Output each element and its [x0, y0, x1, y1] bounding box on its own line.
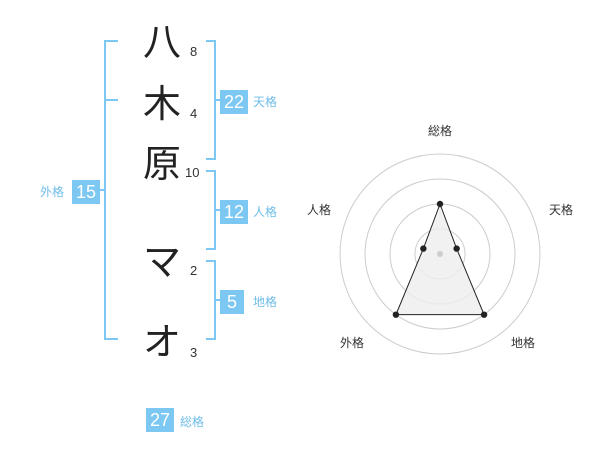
radar-label-jinkaku: 人格 [307, 203, 332, 217]
jinkaku-bracket [206, 170, 216, 250]
radar-point-1 [453, 245, 460, 252]
soukaku-label: 総格 [180, 415, 205, 429]
radar-point-4 [420, 245, 427, 252]
chikaku-bracket [206, 260, 216, 340]
chikaku-bracket-tick [216, 299, 222, 301]
radar-ring [364, 178, 516, 330]
jinkaku-value-badge: 12 [220, 200, 248, 224]
tenkaku-bracket [206, 40, 216, 160]
radar-label-gaikaku: 外格 [340, 336, 365, 350]
tenkaku-label: 天格 [253, 95, 278, 109]
radar-center-point [437, 251, 443, 257]
radar-value-polygon [395, 202, 485, 316]
gaikaku-value-badge: 15 [72, 180, 100, 204]
radar-label-tenkaku: 天格 [549, 203, 574, 217]
radar-point-2 [480, 311, 488, 318]
name-char-2: 木 [142, 82, 181, 126]
name-char-5: オ [142, 320, 181, 364]
jinkaku-bracket-tick [216, 209, 222, 211]
radar-label-soukaku: 総格 [428, 124, 453, 138]
name-char-4: マ [142, 240, 181, 284]
stroke-count-5: 3 [190, 345, 198, 360]
name-char-1: 八 [142, 20, 181, 64]
name-char-3: 原 [142, 142, 181, 186]
gaikaku-label: 外格 [40, 185, 65, 199]
radar-label-chikaku: 地格 [511, 336, 536, 350]
soukaku-value-badge: 27 [146, 408, 174, 432]
stroke-count-1: 8 [190, 44, 198, 59]
radar-ring [339, 153, 541, 355]
stroke-count-3: 10 [185, 165, 200, 180]
radar-point-0 [436, 200, 444, 208]
chikaku-label: 地格 [253, 295, 278, 309]
gaikaku-bracket [104, 40, 118, 340]
radar-point-3 [392, 311, 400, 318]
tenkaku-bracket-tick [216, 99, 222, 101]
tenkaku-value-badge: 22 [220, 90, 248, 114]
gaikaku-bracket-mid-tick [104, 99, 118, 101]
stroke-count-2: 4 [190, 106, 198, 121]
stroke-count-4: 2 [190, 263, 198, 278]
jinkaku-label: 人格 [253, 205, 278, 219]
chikaku-value-badge: 5 [220, 290, 244, 314]
gaikaku-bracket-left-tick [98, 189, 104, 191]
